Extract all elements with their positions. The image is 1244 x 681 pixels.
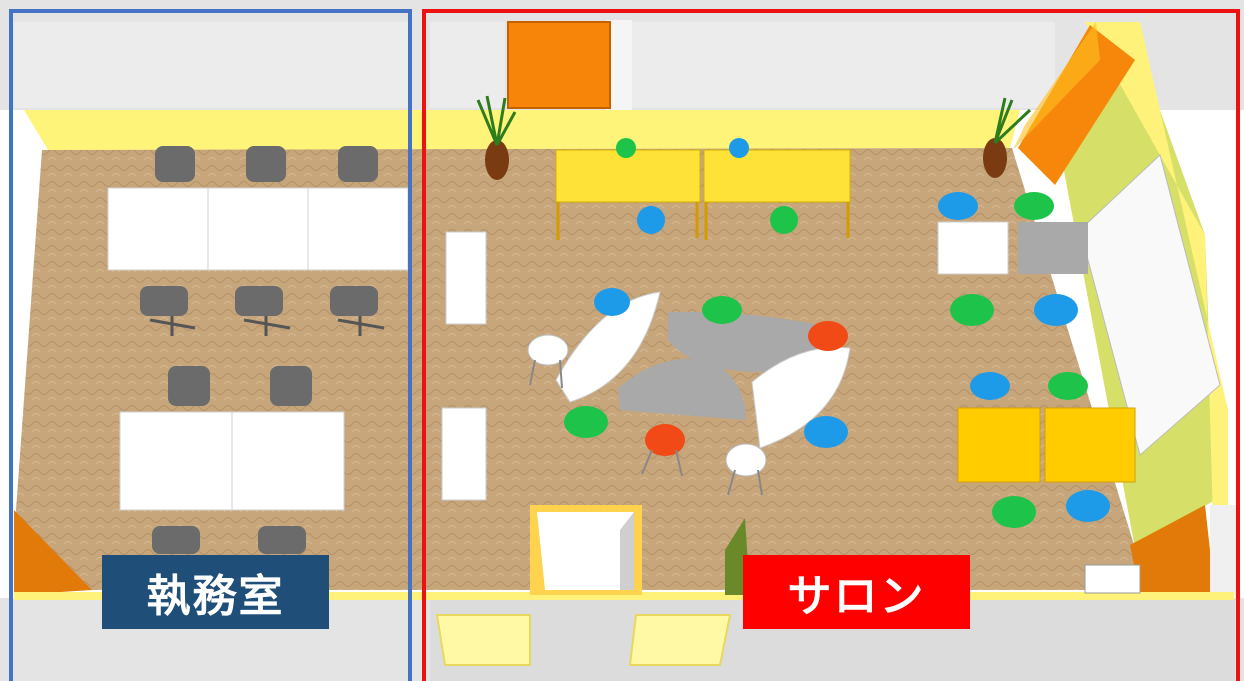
chair-icon [564,406,608,438]
right-table-grey [1018,222,1088,274]
office-desks-top [107,187,409,271]
stool-icon [729,138,749,158]
office-desks-bottom [119,411,345,511]
small-cabinet [1084,564,1141,594]
chair-icon [1014,192,1054,220]
chair-icon [1048,372,1088,400]
office-chair-icon [338,146,378,182]
chair-icon [1066,490,1110,522]
counter-box-shade [620,512,634,590]
chair-icon [992,496,1036,528]
stool-icon [637,206,665,234]
chair-icon [594,288,630,316]
chair-icon [804,416,848,448]
bottom-door-1 [435,614,531,666]
right-table-yellow [1044,407,1136,483]
potted-plant-icon [476,95,517,180]
door-top [507,21,611,109]
counter-box-inner [537,512,634,590]
white-cabinet [445,231,487,325]
stool-icon [770,206,798,234]
wall-bottom-band [14,592,1234,600]
wall-top-salon-left [430,22,505,108]
office-chair-icon [235,286,283,316]
chair-icon [725,443,767,477]
chair-icon [1034,294,1078,326]
office-chair-icon [155,146,195,182]
potted-plant-icon [983,97,1032,178]
office-chair-icon [152,526,200,554]
office-chair-icon [330,286,378,316]
zone-label-salon: サロン [743,555,970,629]
wall-top-salon-right [630,22,1055,108]
wall-top-office [14,22,410,108]
door-left [14,510,92,595]
office-chair-icon [270,366,312,406]
bottom-door-2 [628,614,732,666]
chair-icon [938,192,978,220]
semicircle-table-white [751,346,851,449]
stool-icon [616,138,636,158]
chair-icon [527,334,569,366]
office-chair-icon [140,286,188,316]
whiteboard [1079,154,1221,456]
office-chair-icon [258,526,306,554]
right-table-white [937,221,1009,275]
salon-yellow-tables-top [555,149,851,240]
zone-label-office: 執務室 [102,555,329,629]
office-chair-icon [246,146,286,182]
door-right-upper-frame [1013,22,1100,150]
office-chair-icon [168,366,210,406]
wall-band-yellow [24,110,1020,150]
semicircle-table-grey [618,358,746,420]
chair-icon [645,424,685,456]
door-right-upper [1018,25,1135,185]
semicircle-table-white [555,291,661,403]
right-table-yellow [957,407,1041,483]
chair-icon [808,321,848,351]
chair-icon [950,294,994,326]
door-right-lower [1130,505,1215,595]
chair-icon [702,296,742,324]
white-cabinet [441,407,487,501]
right-corner [1210,505,1240,595]
chair-icon [970,372,1010,400]
